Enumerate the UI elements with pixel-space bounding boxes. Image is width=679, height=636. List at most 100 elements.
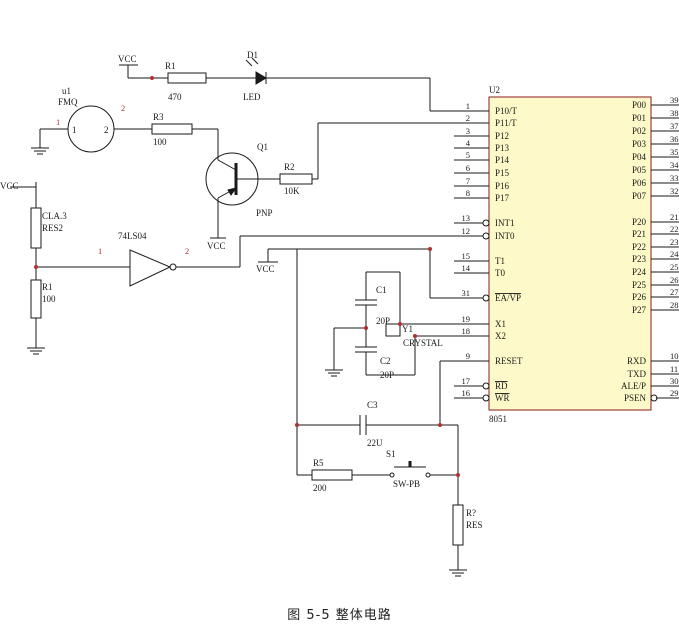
ground-reset — [449, 569, 467, 577]
chip-pin-number: 18 — [462, 326, 471, 336]
ground-buzzer — [31, 147, 49, 155]
u1-pin2-inner: 2 — [104, 125, 109, 135]
chip-pin-number: 2 — [466, 113, 470, 123]
junction-dots — [34, 76, 460, 477]
r7-resistor — [452, 504, 464, 546]
switch-s1 — [389, 461, 431, 478]
chip-pin-name: TXD — [628, 369, 647, 379]
chip-pin-name: P20 — [632, 217, 647, 227]
chip-pin-number: 27 — [670, 287, 679, 297]
chip-pin-number: 7 — [466, 176, 470, 186]
s1-ref: S1 — [386, 449, 396, 459]
inverter-pin2: 2 — [185, 246, 189, 256]
chip-pin-name: P06 — [632, 178, 647, 188]
chip-pin-number: 11 — [670, 364, 678, 374]
ground-left — [27, 347, 45, 355]
chip-pin-name: P17 — [495, 193, 510, 203]
r2-resistor — [279, 173, 313, 185]
chip-pin-name: P01 — [632, 113, 646, 123]
inverter-74ls04 — [129, 249, 172, 287]
chip-pin-number: 6 — [466, 163, 470, 173]
chip-pin-name: P21 — [632, 229, 646, 239]
figure-caption: 图 5-5 整体电路 — [287, 608, 392, 623]
c2-value: 20P — [380, 370, 394, 380]
chip-pin-name: P02 — [632, 126, 646, 136]
chip-pin-name: P03 — [632, 139, 647, 149]
d1-ref: D1 — [247, 50, 258, 60]
chip-pin-number: 5 — [466, 150, 470, 160]
chip-pin-number: 10 — [670, 351, 679, 361]
chip-pin-name: RD — [495, 381, 508, 391]
chip-pin-number: 35 — [670, 147, 679, 157]
chip-pin-name: P00 — [632, 100, 647, 110]
chip-pin-number: 37 — [670, 121, 679, 131]
vcc-label-q1: VCC — [207, 241, 226, 251]
crystal-y1 — [385, 323, 401, 337]
chip-pin-name: ALE/P — [621, 381, 646, 391]
r1-100-ref: R1 — [42, 282, 53, 292]
chip-pin-name: INT1 — [495, 218, 515, 228]
u1-ref: u1 — [62, 86, 71, 96]
r1-ref: R1 — [165, 61, 176, 71]
u1-pin1-outer: 1 — [56, 117, 60, 127]
y1-ref: Y1 — [402, 324, 413, 334]
cla3-ref: CLA.3 — [42, 211, 67, 221]
vcc-label-top: VCC — [118, 54, 137, 64]
chip-pin-number: 34 — [670, 160, 679, 170]
r1-resistor — [167, 72, 207, 84]
chip-pin-number: 39 — [670, 95, 679, 105]
chip-pin-number: 3 — [466, 126, 470, 136]
chip-right-pin-stubs — [650, 104, 679, 402]
chip-pin-number: 13 — [462, 213, 471, 223]
chip-pin-number: 4 — [466, 138, 471, 148]
chip-pin-number: 31 — [462, 288, 471, 298]
chip-pin-name: INT0 — [495, 231, 515, 241]
chip-pin-number: 12 — [462, 226, 471, 236]
c1-value: 20P — [376, 316, 390, 326]
chip-inverted-pin-bubbles — [482, 219, 490, 402]
chip-pin-name: P15 — [495, 168, 510, 178]
chip-pin-number: 36 — [670, 134, 679, 144]
c2-ref: C2 — [380, 356, 391, 366]
chip-pin-name: P10/T — [495, 106, 518, 116]
cla3-value: RES2 — [42, 223, 63, 233]
inverter-pin1: 1 — [98, 246, 102, 256]
u1-pin2-outer: 2 — [121, 103, 125, 113]
r2-value: 10K — [284, 186, 300, 196]
chip-pin-number: 9 — [466, 351, 470, 361]
r5-value: 200 — [313, 483, 327, 493]
vcc-label-left: VCC — [0, 181, 19, 191]
chip-pin-name: P14 — [495, 155, 510, 165]
chip-pin-name: PSEN — [624, 393, 647, 403]
ground-crystal — [325, 369, 343, 377]
vcc-label-ea: VCC — [256, 264, 275, 274]
chip-pin-name: P25 — [632, 280, 647, 290]
chip-pin-number: 24 — [670, 249, 679, 259]
led-d1 — [245, 57, 267, 85]
chip-pin-number: 22 — [670, 224, 679, 234]
r3-value: 100 — [153, 137, 167, 147]
u1-pin1-inner: 1 — [72, 125, 77, 135]
q1-value: PNP — [256, 208, 273, 218]
chip-pin-name: T0 — [495, 268, 505, 278]
q1-ref: Q1 — [257, 142, 268, 152]
c3-value: 22U — [367, 438, 383, 448]
chip-pin-name: RESET — [495, 356, 523, 366]
r5-ref: R5 — [313, 458, 324, 468]
chip-pin-number: 25 — [670, 262, 679, 272]
chip-pin-number: 26 — [670, 275, 679, 285]
r2-ref: R2 — [284, 162, 295, 172]
chip-pin-number: 15 — [462, 251, 471, 261]
r7-ref: R? — [466, 508, 476, 518]
chip-ref: U2 — [489, 85, 500, 95]
chip-pin-number: 38 — [670, 108, 679, 118]
chip-pin-name: T1 — [495, 256, 505, 266]
c1-ref: C1 — [376, 285, 387, 295]
d1-value: LED — [243, 92, 261, 102]
chip-pin-name: X2 — [495, 331, 506, 341]
r3-ref: R3 — [153, 112, 164, 122]
y1-value: CRYSTAL — [403, 338, 443, 348]
circuit-schematic: VCC R1 470 D1 LED u1 FMQ 1 1 2 2 R3 100 … — [0, 50, 679, 577]
chip-pin-name: RXD — [627, 356, 647, 366]
